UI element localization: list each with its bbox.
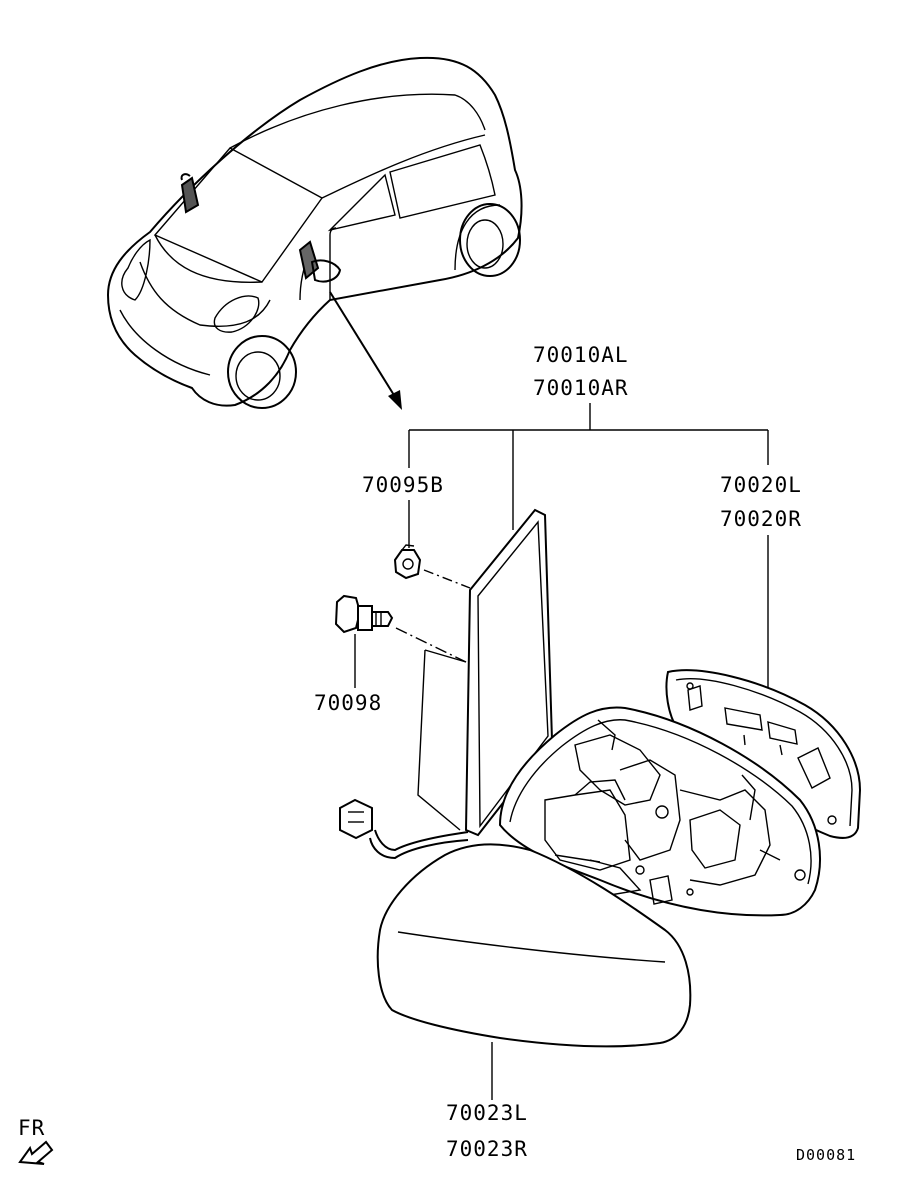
assembly-bracket [408,403,769,530]
bolt-part [334,594,394,634]
wire-harness-part [339,798,469,860]
clip-centerline [423,569,471,589]
callout-arrow [329,291,402,410]
glass-label-l: 70020L [720,473,802,497]
mirror-housing-part [498,706,821,917]
cover-label-r: 70023R [446,1137,528,1161]
clip-label: 70095B [362,473,444,497]
cover-label-l: 70023L [446,1101,528,1125]
front-arrow-icon [18,1140,54,1165]
mirror-glass-part [665,669,862,839]
glass-label-r: 70020R [720,507,802,531]
assembly-label-r: 70010AR [533,376,629,400]
assembly-label-l: 70010AL [533,343,629,367]
clip-nut-part [393,544,422,580]
bolt-centerline [395,627,467,663]
mirror-cover-part [376,843,692,1048]
vehicle-illustration [106,56,523,409]
front-direction-label: FR [18,1116,45,1140]
bolt-label: 70098 [314,691,382,715]
drawing-code: D00081 [796,1146,856,1164]
